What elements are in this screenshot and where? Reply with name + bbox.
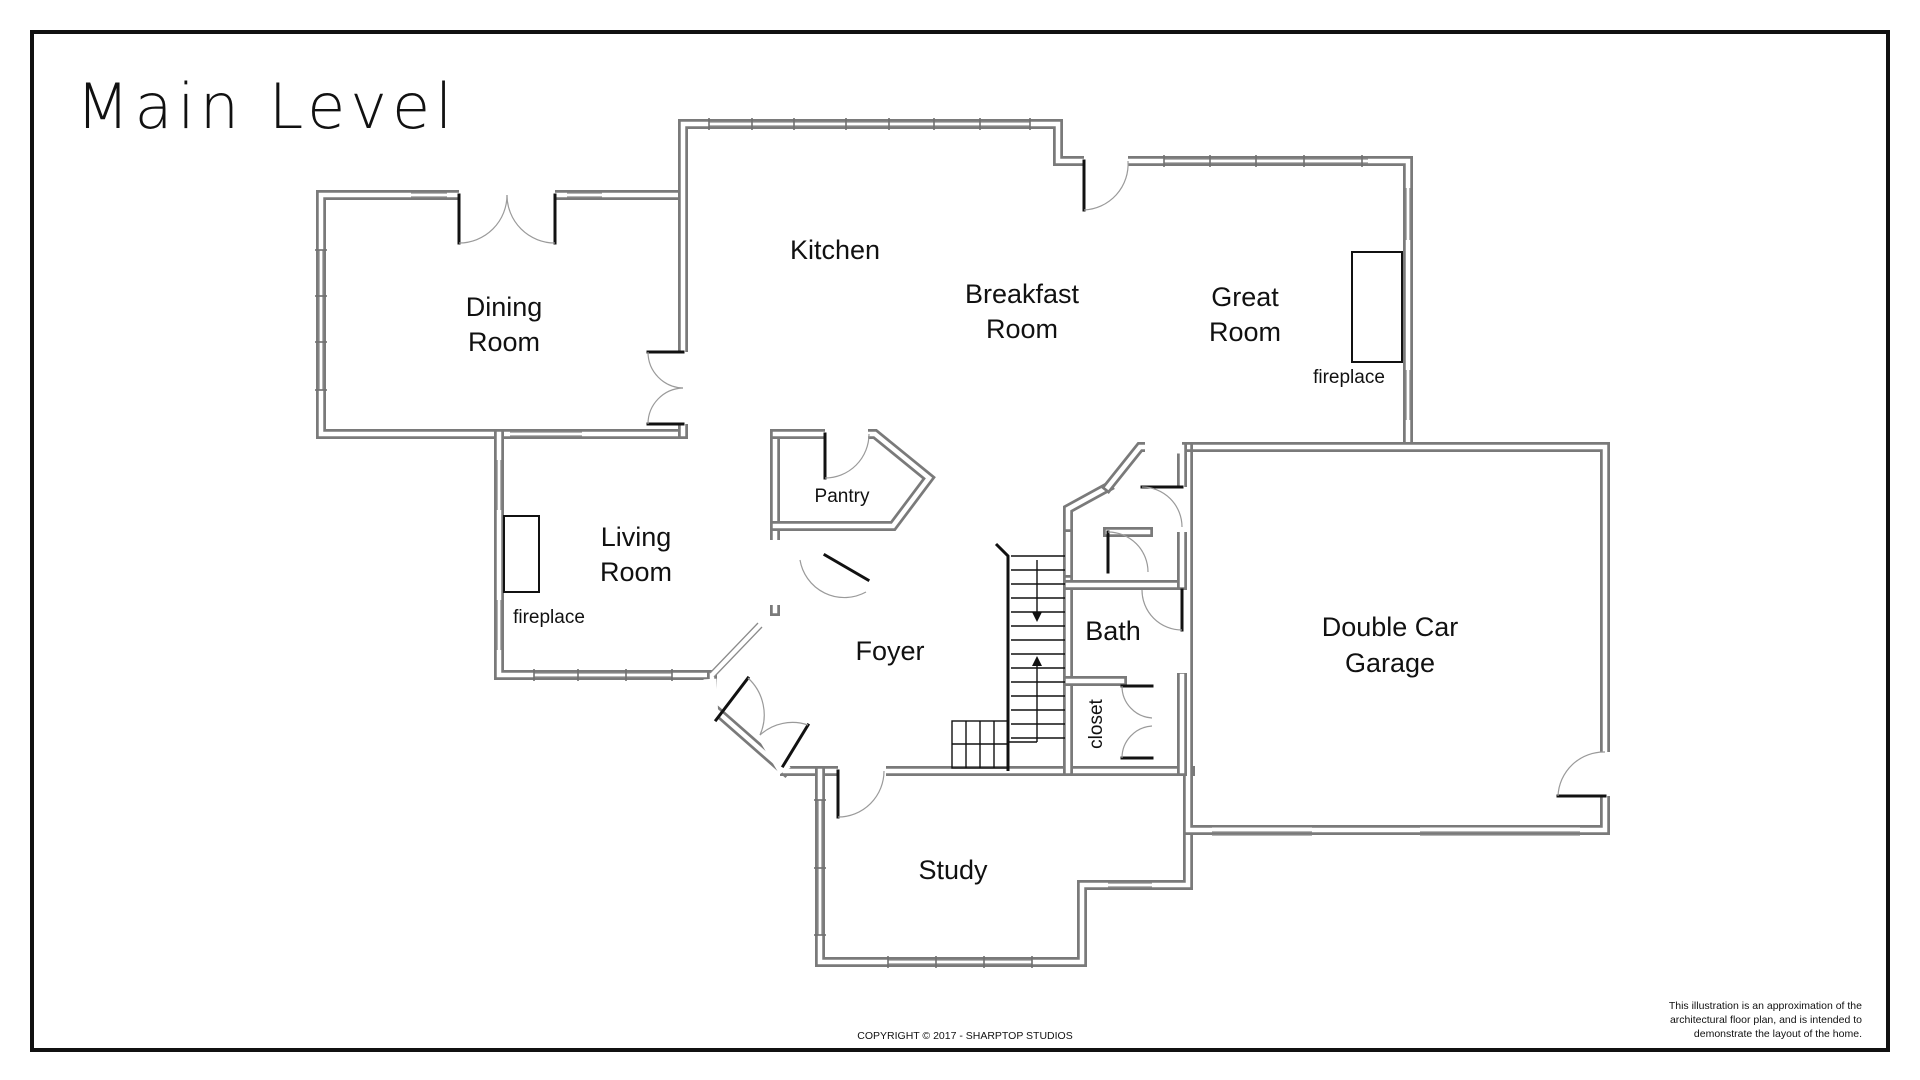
study-label: Study	[918, 855, 988, 885]
copyright-text: COPYRIGHT © 2017 - SHARPTOP STUDIOS	[857, 1030, 1072, 1042]
garage-label-line2: Garage	[1345, 648, 1435, 678]
disclaimer-line-2: architectural floor plan, and is intende…	[1670, 1014, 1862, 1026]
pantry-label: Pantry	[815, 486, 870, 507]
kitchen-label: Kitchen	[790, 235, 880, 265]
room-labels: Kitchen Breakfast Room Great Room firepl…	[466, 235, 1459, 885]
great-room-label-line1: Great	[1211, 282, 1279, 312]
bath-label: Bath	[1085, 616, 1141, 646]
plan-title: Main Level	[76, 70, 457, 143]
window-mullions	[315, 118, 1363, 968]
garage-label-line1: Double Car	[1322, 612, 1459, 642]
living-room-fireplace-icon	[503, 515, 540, 593]
foyer-label: Foyer	[855, 636, 924, 666]
dining-room-label-line1: Dining	[466, 292, 543, 322]
doors	[457, 159, 1607, 819]
breakfast-room-label-line1: Breakfast	[965, 279, 1080, 309]
great-room-fireplace-icon	[1351, 251, 1403, 363]
great-room-label-line2: Room	[1209, 317, 1281, 347]
great-room-fireplace-label: fireplace	[1313, 367, 1385, 388]
page-frame	[30, 30, 1890, 1052]
breakfast-room-label-line2: Room	[986, 314, 1058, 344]
windows	[318, 121, 1580, 965]
living-room-fireplace-label: fireplace	[513, 607, 585, 628]
living-room-label-line1: Living	[601, 522, 672, 552]
disclaimer-line-3: demonstrate the layout of the home.	[1694, 1028, 1862, 1040]
disclaimer-line-1: This illustration is an approximation of…	[1669, 1000, 1862, 1012]
staircase	[951, 542, 1065, 771]
dining-room-label-line2: Room	[468, 327, 540, 357]
living-room-label-line2: Room	[600, 557, 672, 587]
closet-label: closet	[1086, 698, 1107, 748]
